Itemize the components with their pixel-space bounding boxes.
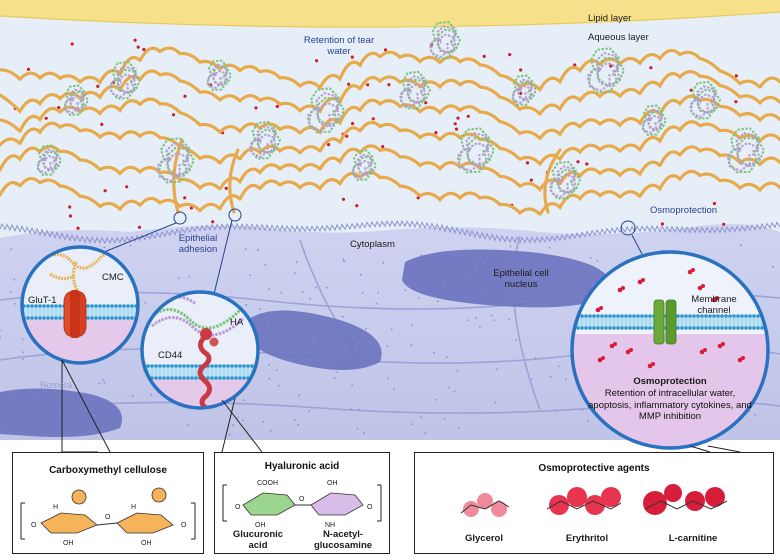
panel-hyaluronic-acid: Hyaluronic acid O O O COOH OH OH NH Glucuron… xyxy=(214,452,390,554)
svg-text:O: O xyxy=(31,522,37,529)
panel-carboxymethyl-cellulose: Carboxymethyl cellulose O O O OH OH H H xyxy=(12,452,204,554)
glucuronic-acid-label: Glucuronic acid xyxy=(232,529,284,551)
nucleus-label: Epithelial cell nucleus xyxy=(493,268,549,290)
cd44-label: CD44 xyxy=(158,350,183,361)
ha-coils xyxy=(36,20,766,200)
cytoplasm-label: Cytoplasm xyxy=(350,239,395,250)
svg-text:NH: NH xyxy=(325,522,335,529)
svg-text:O: O xyxy=(235,504,241,511)
svg-text:O: O xyxy=(105,514,111,521)
svg-text:COOH: COOH xyxy=(257,480,278,487)
l-carnitine-label: L-carnitine xyxy=(668,533,718,544)
svg-text:O: O xyxy=(299,496,305,503)
svg-text:O: O xyxy=(367,504,373,511)
ha-structure: O O O COOH OH OH NH xyxy=(222,480,382,529)
aqueous-layer-background xyxy=(0,0,780,240)
cd44-receptor xyxy=(197,333,212,408)
svg-text:OH: OH xyxy=(255,522,266,529)
l-carnitine-structure xyxy=(643,484,728,515)
erythritol-structure xyxy=(546,487,622,515)
svg-text:OH: OH xyxy=(141,540,152,547)
membrane-channel xyxy=(653,299,665,345)
lipid-layer-label: Lipid layer xyxy=(588,13,632,24)
svg-text:H: H xyxy=(131,504,136,511)
cmc-label: CMC xyxy=(102,272,124,283)
panel-ha-title: Hyaluronic acid xyxy=(264,461,340,472)
glycerol-label: Glycerol xyxy=(464,533,504,544)
osmoprotection-inset-title: Osmoprotection xyxy=(633,376,707,387)
n-acetyl-glucosamine-label: N-acetyl-glucosamine xyxy=(313,529,373,551)
svg-text:O: O xyxy=(181,522,187,529)
ha-label: HA xyxy=(230,317,244,328)
panel-osmo-title: Osmoprotective agents xyxy=(538,463,650,474)
erythritol-label: Erythritol xyxy=(565,533,609,544)
tear-water-droplets xyxy=(13,38,738,230)
svg-text:OH: OH xyxy=(63,540,74,547)
panel-osmoprotective-agents: Osmoprotective agents Glycerol Erythrito… xyxy=(414,452,774,554)
osmolyte-structures xyxy=(460,484,728,517)
inset-cmc xyxy=(20,245,140,365)
epithelial-adhesion-label: Epithelial adhesion xyxy=(178,233,218,255)
svg-text:OH: OH xyxy=(327,480,338,487)
membrane-channel-label: Membrane channel xyxy=(691,294,737,316)
aqueous-layer-label: Aqueous layer xyxy=(588,32,649,43)
nuclei xyxy=(0,249,611,437)
epithelial-cell-nucleus xyxy=(402,249,611,308)
microvilli-edge xyxy=(0,219,780,245)
glut1-label: GluT-1 xyxy=(28,295,57,306)
inset-ha xyxy=(140,290,260,410)
retention-label: Retention of tear water xyxy=(303,35,375,57)
lipid-layer xyxy=(0,0,780,28)
cmc-strands xyxy=(0,46,780,217)
cmc-structure: O O O OH OH H H xyxy=(20,487,196,547)
glycerol-structure xyxy=(460,493,510,517)
osmoprotection-description: Retention of intracellular water, apopto… xyxy=(588,388,752,422)
svg-text:H: H xyxy=(53,504,58,511)
osmoprotection-top-label: Osmoprotection xyxy=(650,205,718,216)
panel-cmc-title: Carboxymethyl cellulose xyxy=(49,465,167,476)
zoom-markers xyxy=(103,208,643,295)
nucleus-2 xyxy=(244,310,382,370)
watermark: Romera xyxy=(40,380,73,390)
